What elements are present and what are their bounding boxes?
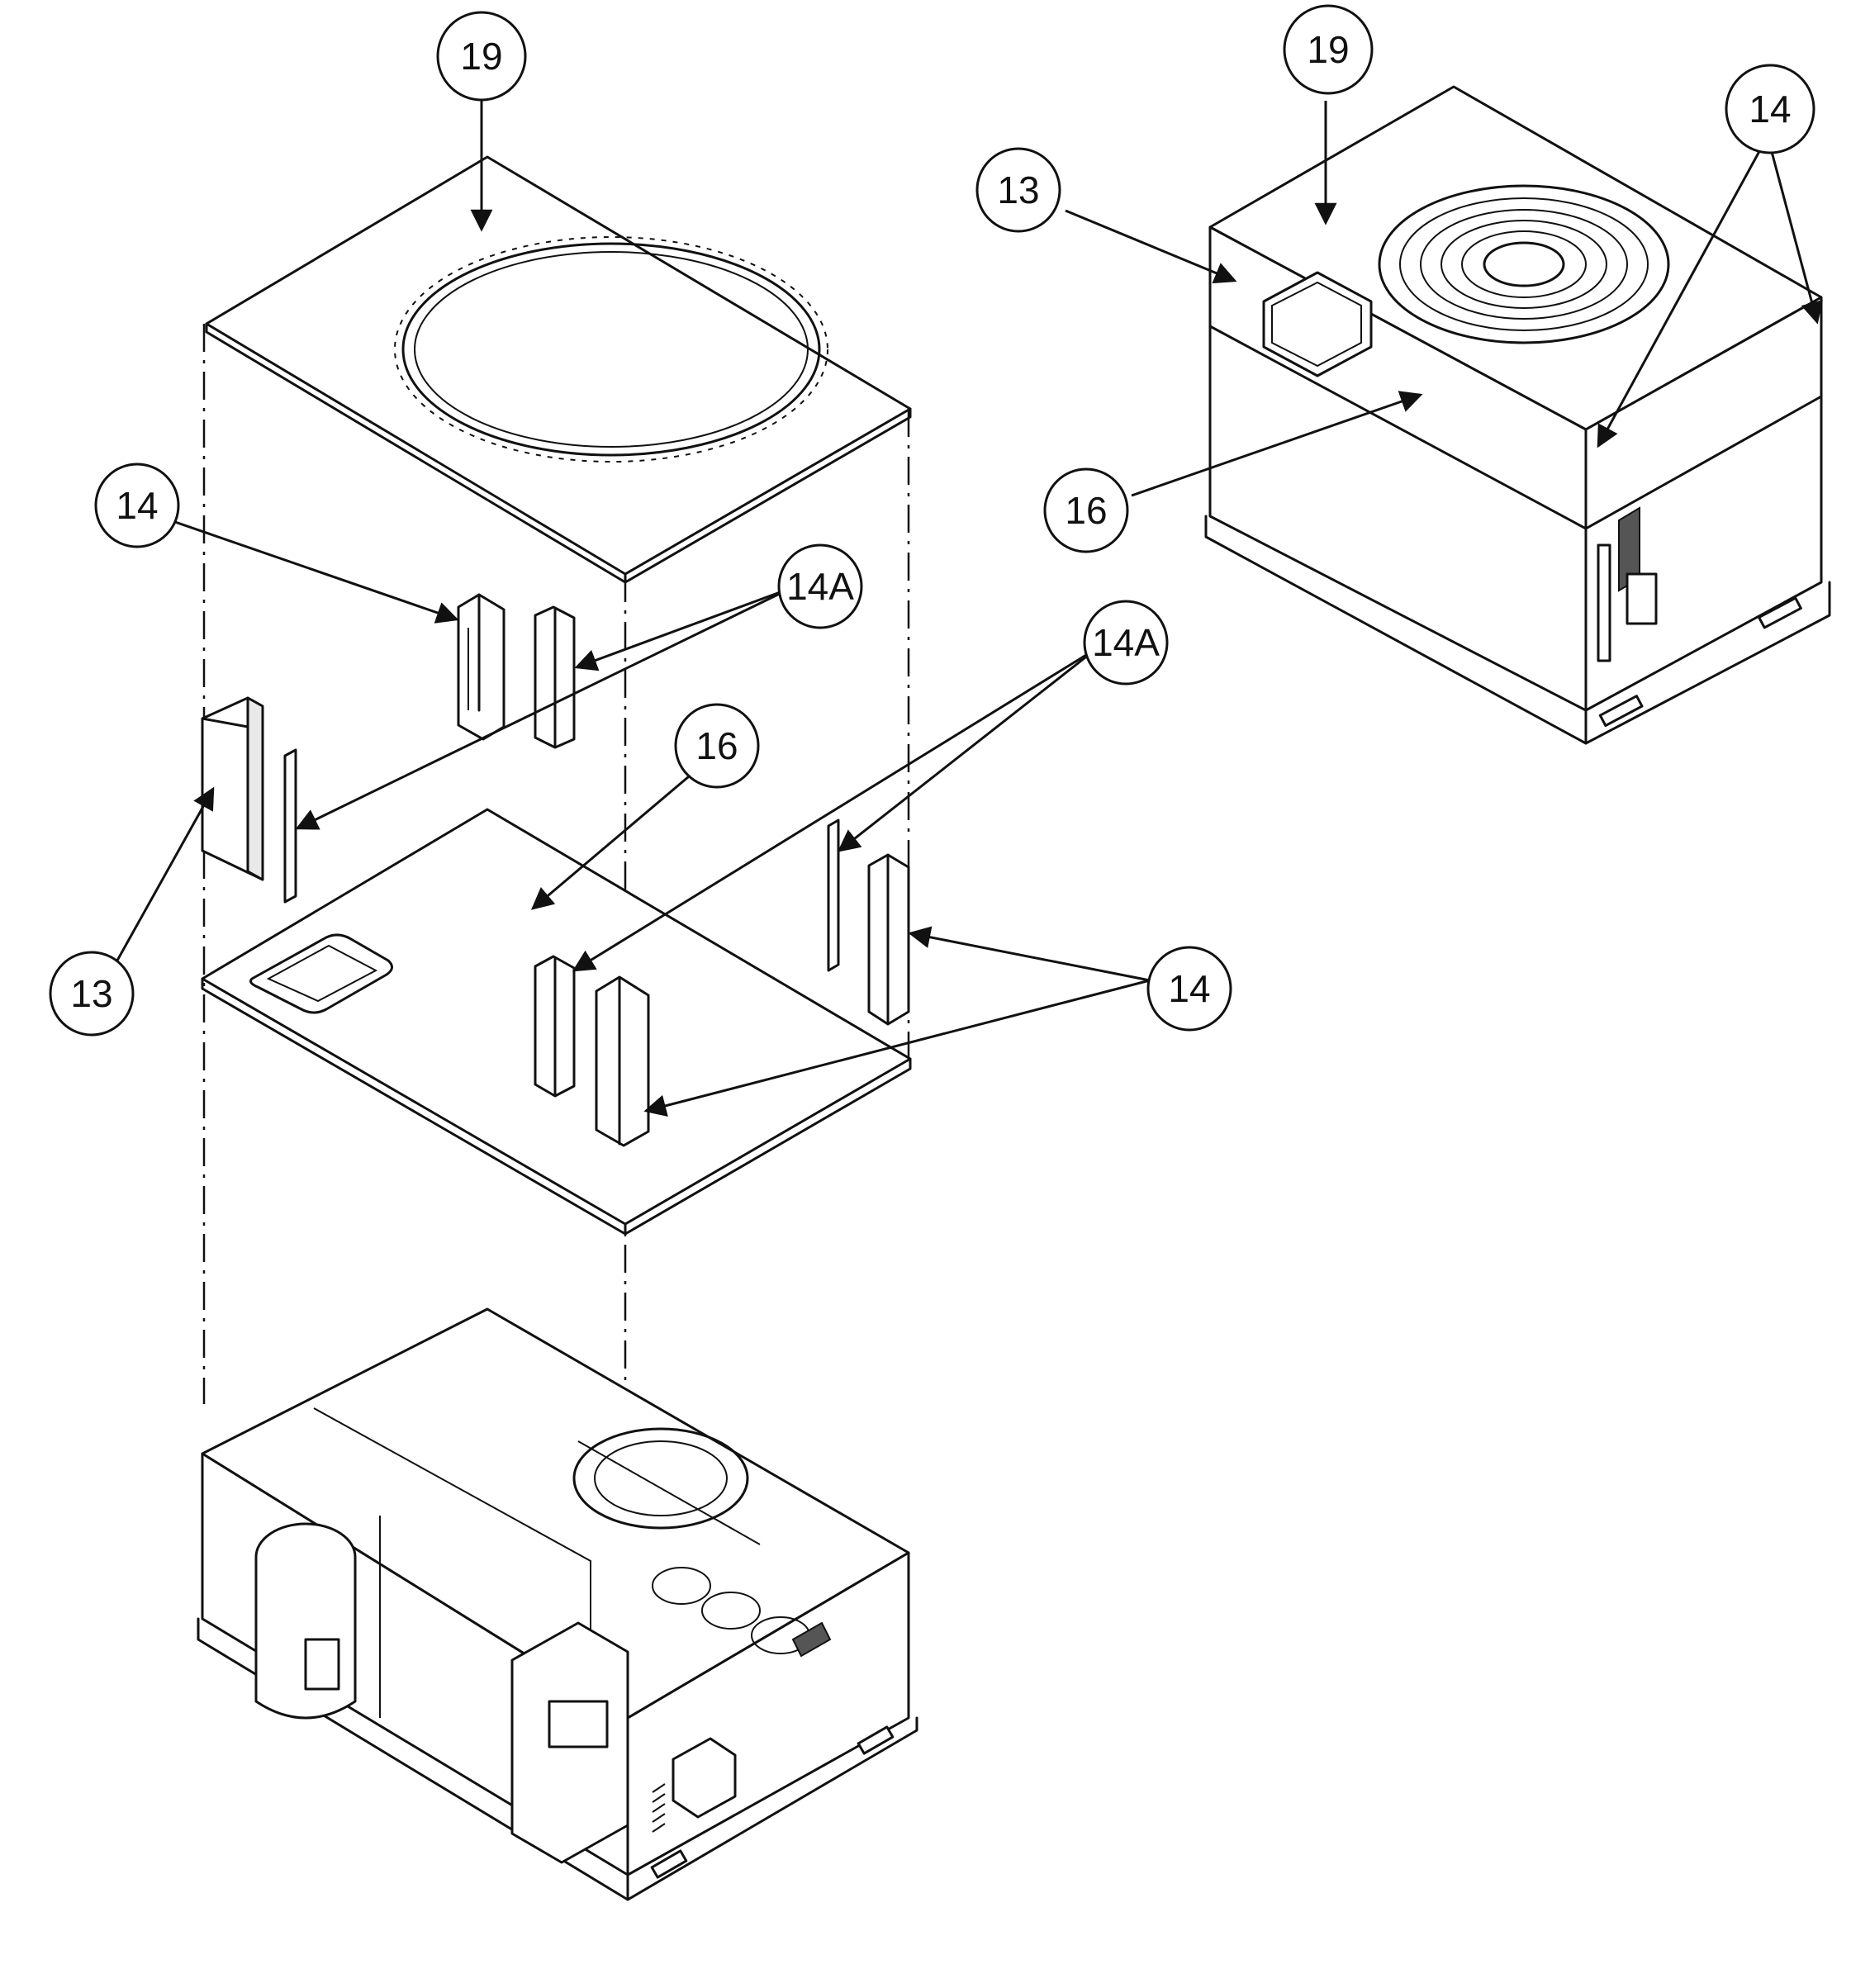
assembled-unit	[1204, 85, 1831, 745]
callout-14-mid-right: 14	[1146, 946, 1232, 1032]
callout-19-right: 19	[1283, 4, 1374, 95]
top-panel	[205, 155, 912, 584]
corner-post-14-top	[457, 593, 505, 741]
svg-text:16: 16	[1065, 489, 1107, 532]
corner-post-14-mid	[595, 975, 650, 1147]
callout-16-left: 16	[674, 703, 760, 789]
corner-post-14-right	[867, 853, 910, 1026]
corner-post-14a-mid	[534, 955, 576, 1098]
svg-text:14A: 14A	[1092, 621, 1160, 664]
leader-lines	[112, 101, 1823, 1117]
base-unit	[197, 1307, 918, 1901]
callout-19-left: 19	[436, 11, 527, 102]
svg-text:14A: 14A	[786, 565, 854, 608]
callout-14a-mid: 14A	[1083, 600, 1169, 686]
svg-text:13: 13	[70, 972, 112, 1015]
svg-text:14: 14	[1168, 967, 1210, 1010]
callout-14a-left: 14A	[777, 543, 863, 629]
svg-text:13: 13	[997, 168, 1039, 211]
corner-post-14a-right	[827, 818, 840, 972]
side-panel-13	[201, 696, 264, 881]
corner-post-14a-top	[534, 605, 576, 749]
svg-text:14: 14	[1749, 88, 1791, 130]
callout-13-left: 13	[49, 951, 135, 1037]
callout-14-left-top: 14	[94, 463, 180, 548]
svg-text:14: 14	[116, 484, 158, 527]
svg-text:16: 16	[695, 724, 738, 767]
callout-16-right: 16	[1043, 467, 1129, 553]
svg-text:19: 19	[460, 35, 502, 78]
corner-post-14a-left	[283, 748, 297, 904]
svg-text:19: 19	[1307, 28, 1349, 71]
callout-14-right-top: 14	[1725, 64, 1815, 154]
callout-13-right: 13	[975, 147, 1061, 233]
